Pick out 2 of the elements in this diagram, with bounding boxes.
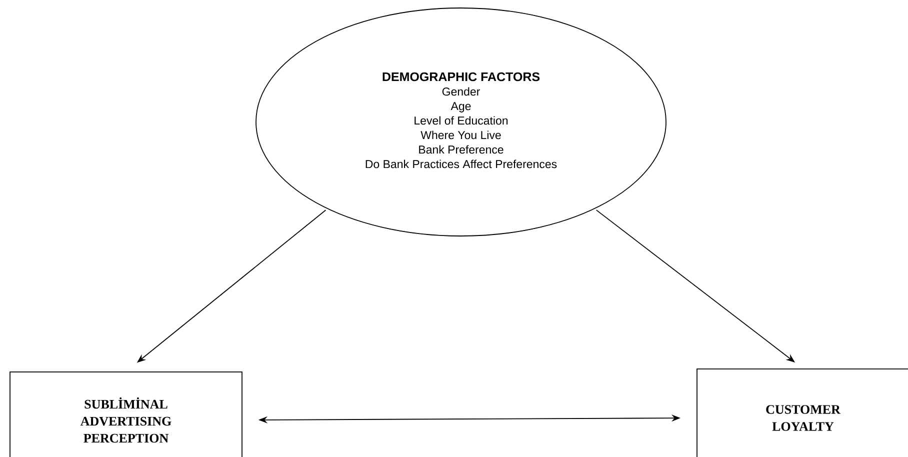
concept-box: CUSTOMER LOYALTY [696, 368, 908, 457]
concept-box: SUBLİMİNAL ADVERTISING PERCEPTION [10, 372, 242, 457]
